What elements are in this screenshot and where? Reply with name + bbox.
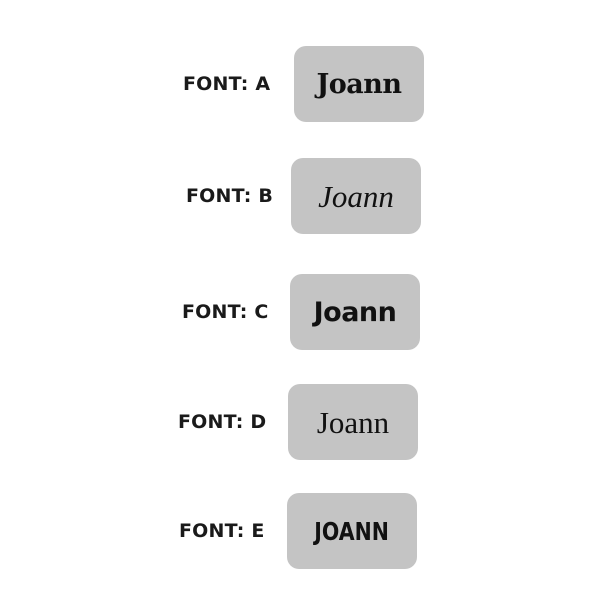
font-sample-box[interactable]: Joann xyxy=(291,158,421,234)
font-option-c[interactable]: FONT: C Joann xyxy=(0,274,600,350)
font-option-label: FONT: E xyxy=(179,520,265,542)
font-sample-text: JOANN xyxy=(314,516,390,546)
font-option-label: FONT: C xyxy=(182,301,269,323)
font-sample-text: Joann xyxy=(316,404,390,440)
font-sample-text: Joann xyxy=(316,68,402,100)
font-sample-box[interactable]: Joann xyxy=(288,384,418,460)
font-sample-box[interactable]: Joann xyxy=(294,46,424,122)
font-option-a[interactable]: FONT: A Joann xyxy=(0,46,600,122)
font-option-label: FONT: D xyxy=(178,411,267,433)
font-option-d[interactable]: FONT: D Joann xyxy=(0,384,600,460)
font-option-label: FONT: B xyxy=(186,185,274,207)
font-sample-text: Joann xyxy=(318,178,394,214)
font-option-e[interactable]: FONT: E JOANN xyxy=(0,493,600,569)
font-sample-text: Joann xyxy=(313,296,397,328)
font-sample-box[interactable]: JOANN xyxy=(287,493,417,569)
font-option-b[interactable]: FONT: B Joann xyxy=(0,158,600,234)
font-option-label: FONT: A xyxy=(183,73,271,95)
font-sample-box[interactable]: Joann xyxy=(290,274,420,350)
